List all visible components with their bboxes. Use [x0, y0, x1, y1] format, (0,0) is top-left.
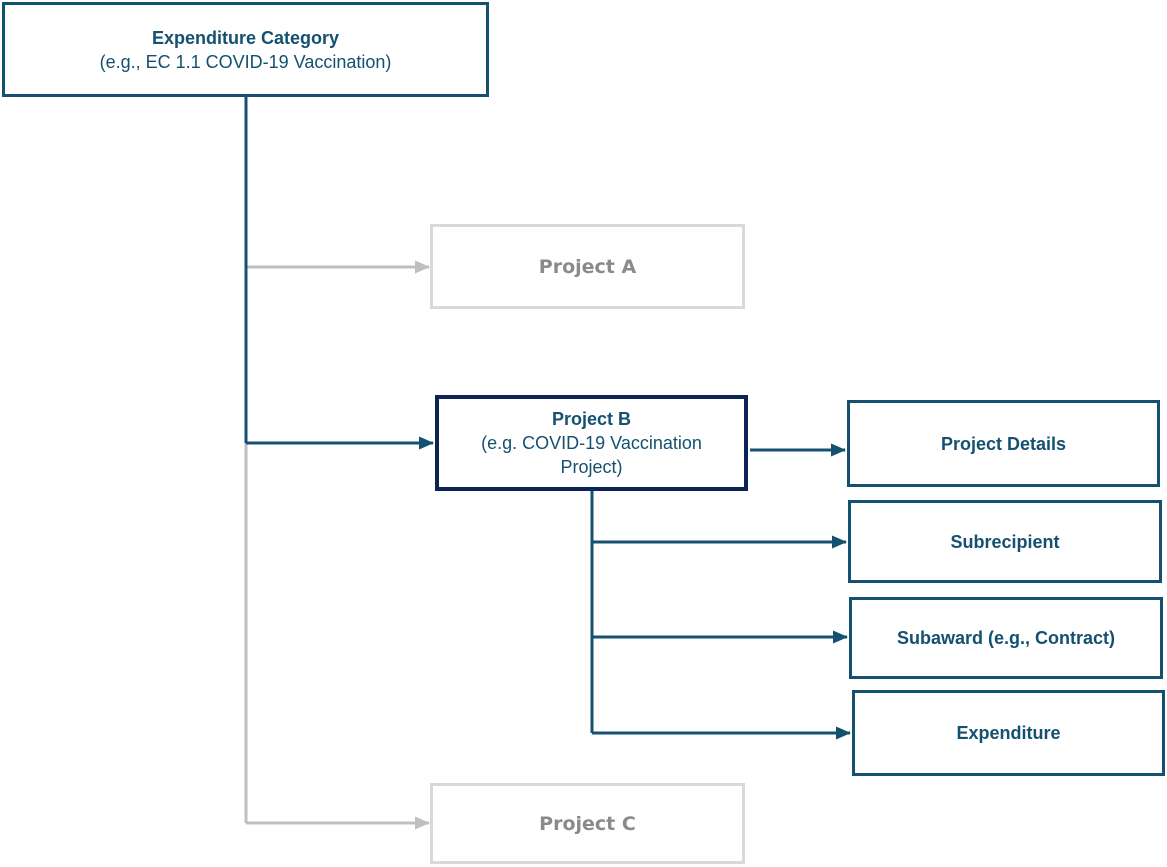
node-label: Expenditure — [956, 723, 1061, 743]
node-label: Subrecipient — [950, 531, 1060, 552]
node-subrecipient: Subrecipient — [848, 500, 1162, 583]
node-project-c: Project C — [430, 783, 745, 864]
node-sublabel: (e.g., EC 1.1 COVID-19 Vaccination) — [99, 51, 392, 72]
node-expenditure-category: Expenditure Category (e.g., EC 1.1 COVID… — [2, 2, 489, 97]
node-project-a: Project A — [430, 224, 745, 309]
node-label: Project C — [539, 812, 636, 835]
node-subaward: Subaward (e.g., Contract) — [849, 597, 1163, 679]
node-label: Expenditure Category — [151, 27, 340, 48]
node-sublabel: (e.g. COVID-19 Vaccination Project) — [481, 433, 702, 477]
node-label: Project A — [538, 255, 637, 278]
node-project-details: Project Details — [847, 400, 1160, 487]
node-label: Subaward (e.g., Contract) — [896, 628, 1116, 648]
node-label: Project B — [551, 409, 632, 429]
node-project-b: Project B (e.g. COVID-19 Vaccination Pro… — [435, 395, 748, 491]
node-expenditure: Expenditure — [852, 690, 1165, 776]
node-label: Project Details — [940, 433, 1067, 454]
